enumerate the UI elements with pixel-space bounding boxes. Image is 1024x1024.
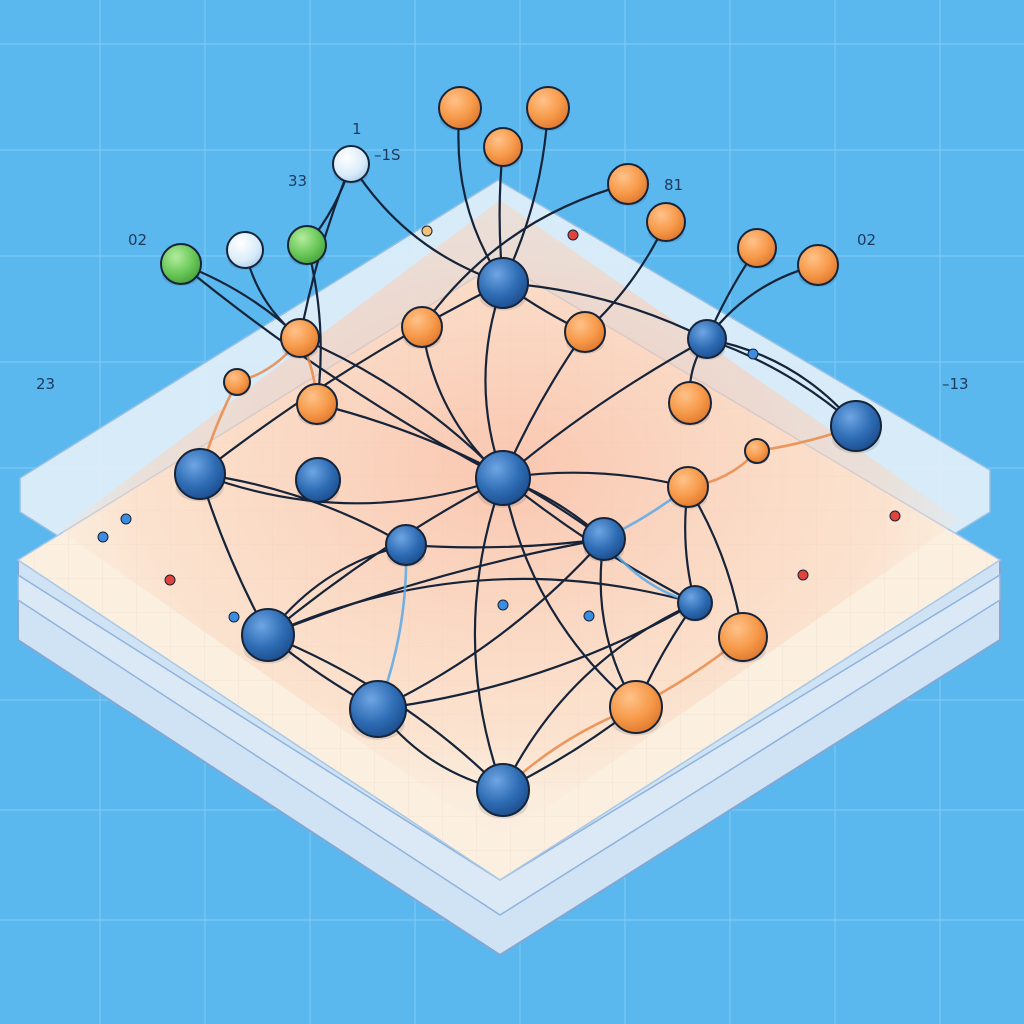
- nodes: [160, 86, 882, 819]
- node-orange-o2: [646, 202, 686, 242]
- label-l2: –1S: [374, 146, 401, 164]
- node-green-g1: [160, 243, 202, 285]
- node-orange-oR1: [564, 311, 606, 353]
- node-blue-bM2: [582, 517, 626, 561]
- label-l3: 33: [288, 172, 307, 190]
- connector-dot: [567, 229, 579, 241]
- node-blue-bBot: [476, 763, 530, 817]
- node-pale-p2: [226, 231, 264, 269]
- node-blue-bR2: [830, 400, 882, 452]
- node-orange-oB2: [718, 612, 768, 662]
- node-blue-bB2: [349, 680, 407, 738]
- node-orange-o4: [797, 244, 839, 286]
- node-orange-oL1: [280, 318, 320, 358]
- edge-oL3-bM2: [315, 402, 606, 541]
- label-l4: 02: [128, 231, 147, 249]
- node-orange-oL3: [296, 383, 338, 425]
- edge-bTop-bL1: [198, 281, 505, 476]
- node-orange-oL2: [401, 306, 443, 348]
- node-pale-p1: [332, 145, 370, 183]
- node-orange-oB1: [609, 680, 663, 734]
- connector-dot: [228, 611, 240, 623]
- node-orange-oR3: [667, 466, 709, 508]
- connector-dot: [889, 510, 901, 522]
- node-orange-tB: [526, 86, 570, 130]
- node-blue-bTop: [477, 257, 529, 309]
- connector-dot: [497, 599, 509, 611]
- connector-dot: [164, 574, 176, 586]
- connector-dot: [747, 348, 759, 360]
- node-blue-bL1: [174, 448, 226, 500]
- node-blue-bM1: [385, 524, 427, 566]
- connector-dot: [97, 531, 109, 543]
- edge-bC-bB1: [266, 476, 505, 637]
- connector-dot: [797, 569, 809, 581]
- edge-bC-oB1: [501, 476, 638, 709]
- node-orange-oL4: [223, 368, 251, 396]
- edge-bM3-bBot: [501, 601, 697, 792]
- node-blue-bL2: [295, 457, 341, 503]
- connector-dot: [421, 225, 433, 237]
- connector-dot: [120, 513, 132, 525]
- edge-oL1-bC: [298, 336, 505, 480]
- node-blue-bM3: [677, 585, 713, 621]
- labels: 1 –1S 33 02 81 02 23 –13: [36, 120, 969, 393]
- node-blue-bB1: [241, 608, 295, 662]
- label-l6: 02: [857, 231, 876, 249]
- node-orange-o3: [737, 228, 777, 268]
- edge-bL1-bC: [198, 472, 505, 505]
- edge-bM1-bM2: [404, 537, 606, 549]
- edge-bR1-bC: [501, 337, 709, 480]
- connector-dot: [583, 610, 595, 622]
- node-orange-o81: [607, 163, 649, 205]
- edge-o81-oL2: [420, 182, 630, 329]
- label-l5: 81: [664, 176, 683, 194]
- node-orange-tC: [483, 127, 523, 167]
- edge-bM2-bB2: [376, 537, 606, 711]
- label-l1: 1: [352, 120, 362, 138]
- node-orange-tA: [438, 86, 482, 130]
- node-green-g2: [287, 225, 327, 265]
- node-blue-bR1: [687, 319, 727, 359]
- edge-bC-bBot: [473, 476, 505, 792]
- node-blue-bC: [475, 450, 531, 506]
- node-orange-oR2: [668, 381, 712, 425]
- label-l8: –13: [942, 375, 969, 393]
- label-l7: 23: [36, 375, 55, 393]
- edge-bTop-bR1: [501, 281, 709, 341]
- edge-bM3-bB1: [266, 577, 697, 637]
- node-orange-oR4: [744, 438, 770, 464]
